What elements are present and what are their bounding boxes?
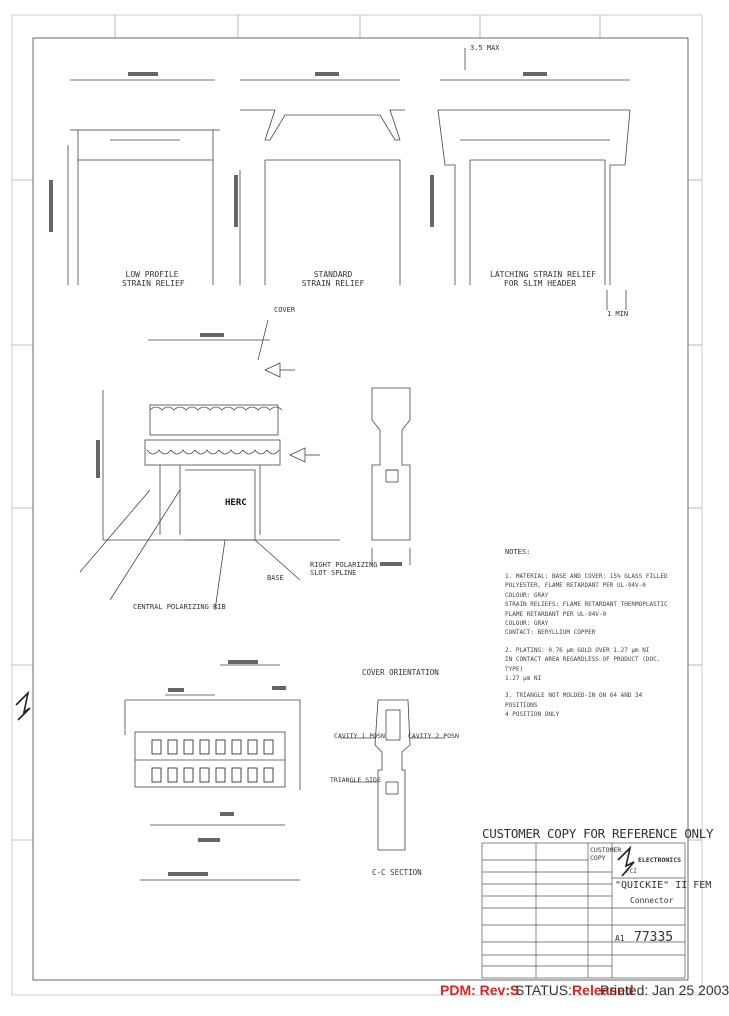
note-item: 4 POSITION ONLY	[505, 711, 560, 719]
section-label: C-C SECTION	[372, 868, 422, 877]
dimension-marks	[49, 72, 547, 876]
note-item: 3. TRIANGLE NOT MOLDED-IN ON 64 AND 34 P…	[505, 692, 643, 709]
customer-copy-banner: CUSTOMER COPY FOR REFERENCE ONLY	[482, 826, 714, 841]
latching-view	[437, 48, 631, 310]
pin-rows	[151, 739, 274, 783]
triangle-side-label: TRIANGLE SIDE	[330, 776, 381, 784]
cover-orientation-view	[340, 699, 445, 851]
fci-label: FCI	[626, 868, 637, 875]
cavity-right-label: CAVITY 2 POSN	[408, 732, 459, 740]
note-item: FLAME RETARDANT PER UL-94V-0	[505, 610, 607, 618]
note-item: IN CONTACT AREA REGARDLESS OF PRODUCT (D…	[505, 656, 661, 673]
connector-side-view	[371, 387, 411, 565]
cavity-left-label: CAVITY 1 POSN	[334, 732, 385, 740]
connector-front-view	[79, 319, 340, 611]
standard-view	[239, 79, 405, 285]
note-item: COLOUR: GRAY	[505, 591, 549, 599]
status-label: STATUS:	[515, 982, 573, 998]
fci-logo-icon	[617, 845, 635, 877]
note-item: 1.27 µm NI	[505, 675, 542, 683]
company-name: ELECTRONICS	[638, 856, 682, 864]
product-subtitle: Connector	[630, 896, 674, 905]
polarizing-callout: CENTRAL POLARIZING RIB	[133, 603, 226, 611]
dim-min-label: 1 MIN	[607, 310, 629, 318]
note-item: COLOUR: GRAY	[505, 620, 549, 628]
pin-layout-view	[124, 664, 301, 881]
part-number: 77335	[634, 930, 674, 945]
title-block	[481, 842, 686, 979]
notes-list: 1. MATERIAL: BASE AND COVER: 15% GLASS F…	[505, 572, 675, 720]
printed-date: Printed: Jan 25 2003	[600, 982, 729, 998]
pdm-revision: PDM: Rev:S	[440, 982, 520, 998]
note-item: STRAIN RELIEFS: FLAME RETARDANT THERMOPL…	[505, 601, 668, 609]
latch-callout: RIGHT POLARIZING SLOT SPLINE	[310, 561, 378, 577]
low-profile-view	[67, 79, 220, 285]
border-frame	[32, 37, 689, 981]
size-code: A1	[615, 934, 625, 943]
notes-header: NOTES:	[505, 548, 531, 556]
status-value: Released	[572, 982, 634, 998]
base-callout: BASE	[267, 574, 284, 582]
herc-logo: HERC	[225, 498, 247, 508]
cover-orientation-label: COVER ORIENTATION	[362, 668, 439, 677]
product-title: "QUICKIE" II FEM	[615, 880, 712, 891]
cover-callout: COVER	[274, 306, 296, 314]
outer-frame	[11, 14, 703, 996]
dim-max-label: 3.5 MAX	[470, 44, 500, 52]
note-item: 2. PLATING: 0.76 µm GOLD OVER 1.27 µm NI	[505, 646, 650, 654]
status-indicator: STATUS:Released	[515, 982, 634, 1004]
side-logo-icon	[15, 690, 31, 721]
note-item: CONTACT: BERYLLIUM COPPER	[505, 629, 596, 637]
note-item: 1. MATERIAL: BASE AND COVER: 15% GLASS F…	[505, 573, 668, 590]
zone-ticks	[12, 15, 702, 841]
